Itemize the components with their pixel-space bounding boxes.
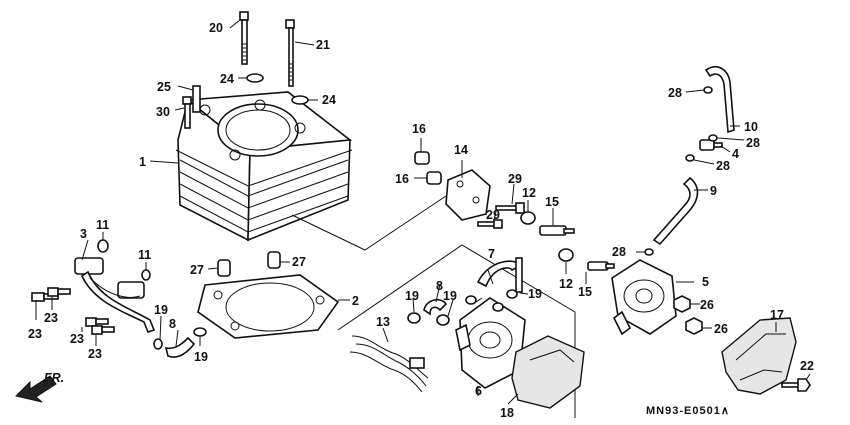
callout-11-bottom: 11 [138, 248, 151, 262]
dowel-pins [207, 251, 290, 277]
callout-19-a: 19 [154, 303, 168, 317]
stud-bolts [229, 11, 315, 87]
callout-15-top: 15 [545, 195, 559, 209]
callout-14: 14 [454, 143, 468, 157]
water-pipe-assembly [74, 232, 156, 333]
callout-19-d: 19 [443, 289, 457, 303]
thermostat-cover [414, 138, 536, 229]
diagram-code: MN93-E0501∧ [646, 405, 730, 417]
pipe-bolts [31, 287, 115, 346]
washers [238, 73, 318, 105]
callout-29-bottom: 29 [486, 208, 500, 222]
callout-28-a: 28 [668, 86, 682, 100]
callout-2: 2 [352, 294, 359, 308]
hoses-upper-right [636, 66, 745, 256]
callout-15-bottom: 15 [578, 285, 592, 299]
callout-25: 25 [157, 80, 171, 94]
water-pump-assembly [539, 208, 712, 336]
callout-19-b: 19 [194, 350, 208, 364]
small-bolts [174, 85, 201, 129]
callout-24-left: 24 [220, 72, 234, 86]
callout-5: 5 [702, 275, 709, 289]
callout-8-right: 8 [436, 279, 443, 293]
callout-18: 18 [500, 406, 514, 420]
callout-28-b: 28 [746, 136, 760, 150]
callout-16-bottom: 16 [395, 172, 409, 186]
callout-9: 9 [710, 184, 717, 198]
callout-13: 13 [376, 315, 390, 329]
lower-hose-left [153, 315, 207, 358]
callout-8-left: 8 [169, 317, 176, 331]
callout-21: 21 [316, 38, 330, 52]
callout-labels: 1 2 3 4 5 6 7 8 8 10 11 11 12 12 13 14 1… [28, 21, 814, 420]
callout-1: 1 [139, 155, 146, 169]
callout-7: 7 [488, 247, 495, 261]
cylinder-gasket [197, 274, 350, 339]
callout-16-top: 16 [412, 122, 426, 136]
front-label: FR. [44, 371, 64, 385]
callout-27-right: 27 [292, 255, 306, 269]
callout-4: 4 [732, 147, 739, 161]
callout-17: 17 [770, 308, 784, 322]
callout-29-top: 29 [508, 172, 522, 186]
callout-23-a: 23 [28, 327, 42, 341]
callout-6: 6 [475, 384, 482, 398]
cylinder-part [149, 91, 456, 251]
water-pump-group [337, 244, 585, 418]
callout-28-c: 28 [716, 159, 730, 173]
callout-22: 22 [800, 359, 814, 373]
callout-24-right: 24 [322, 93, 336, 107]
callout-26-top: 26 [700, 298, 714, 312]
callout-23-b: 23 [44, 311, 58, 325]
callout-23-c: 23 [70, 332, 84, 346]
front-direction-arrow: FR. [15, 371, 64, 403]
callout-19-e: 19 [528, 287, 542, 301]
callout-3: 3 [80, 227, 87, 241]
callout-20: 20 [209, 21, 223, 35]
shroud-cover [721, 317, 811, 395]
callout-12-top: 12 [522, 186, 536, 200]
callout-30: 30 [156, 105, 170, 119]
callout-11-top: 11 [96, 218, 109, 232]
callout-12-bottom: 12 [559, 277, 573, 291]
callout-19-c: 19 [405, 289, 419, 303]
callout-26-bottom: 26 [714, 322, 728, 336]
callout-27-left: 27 [190, 263, 204, 277]
callout-28-d: 28 [612, 245, 626, 259]
callout-23-d: 23 [88, 347, 102, 361]
callout-10: 10 [744, 120, 758, 134]
